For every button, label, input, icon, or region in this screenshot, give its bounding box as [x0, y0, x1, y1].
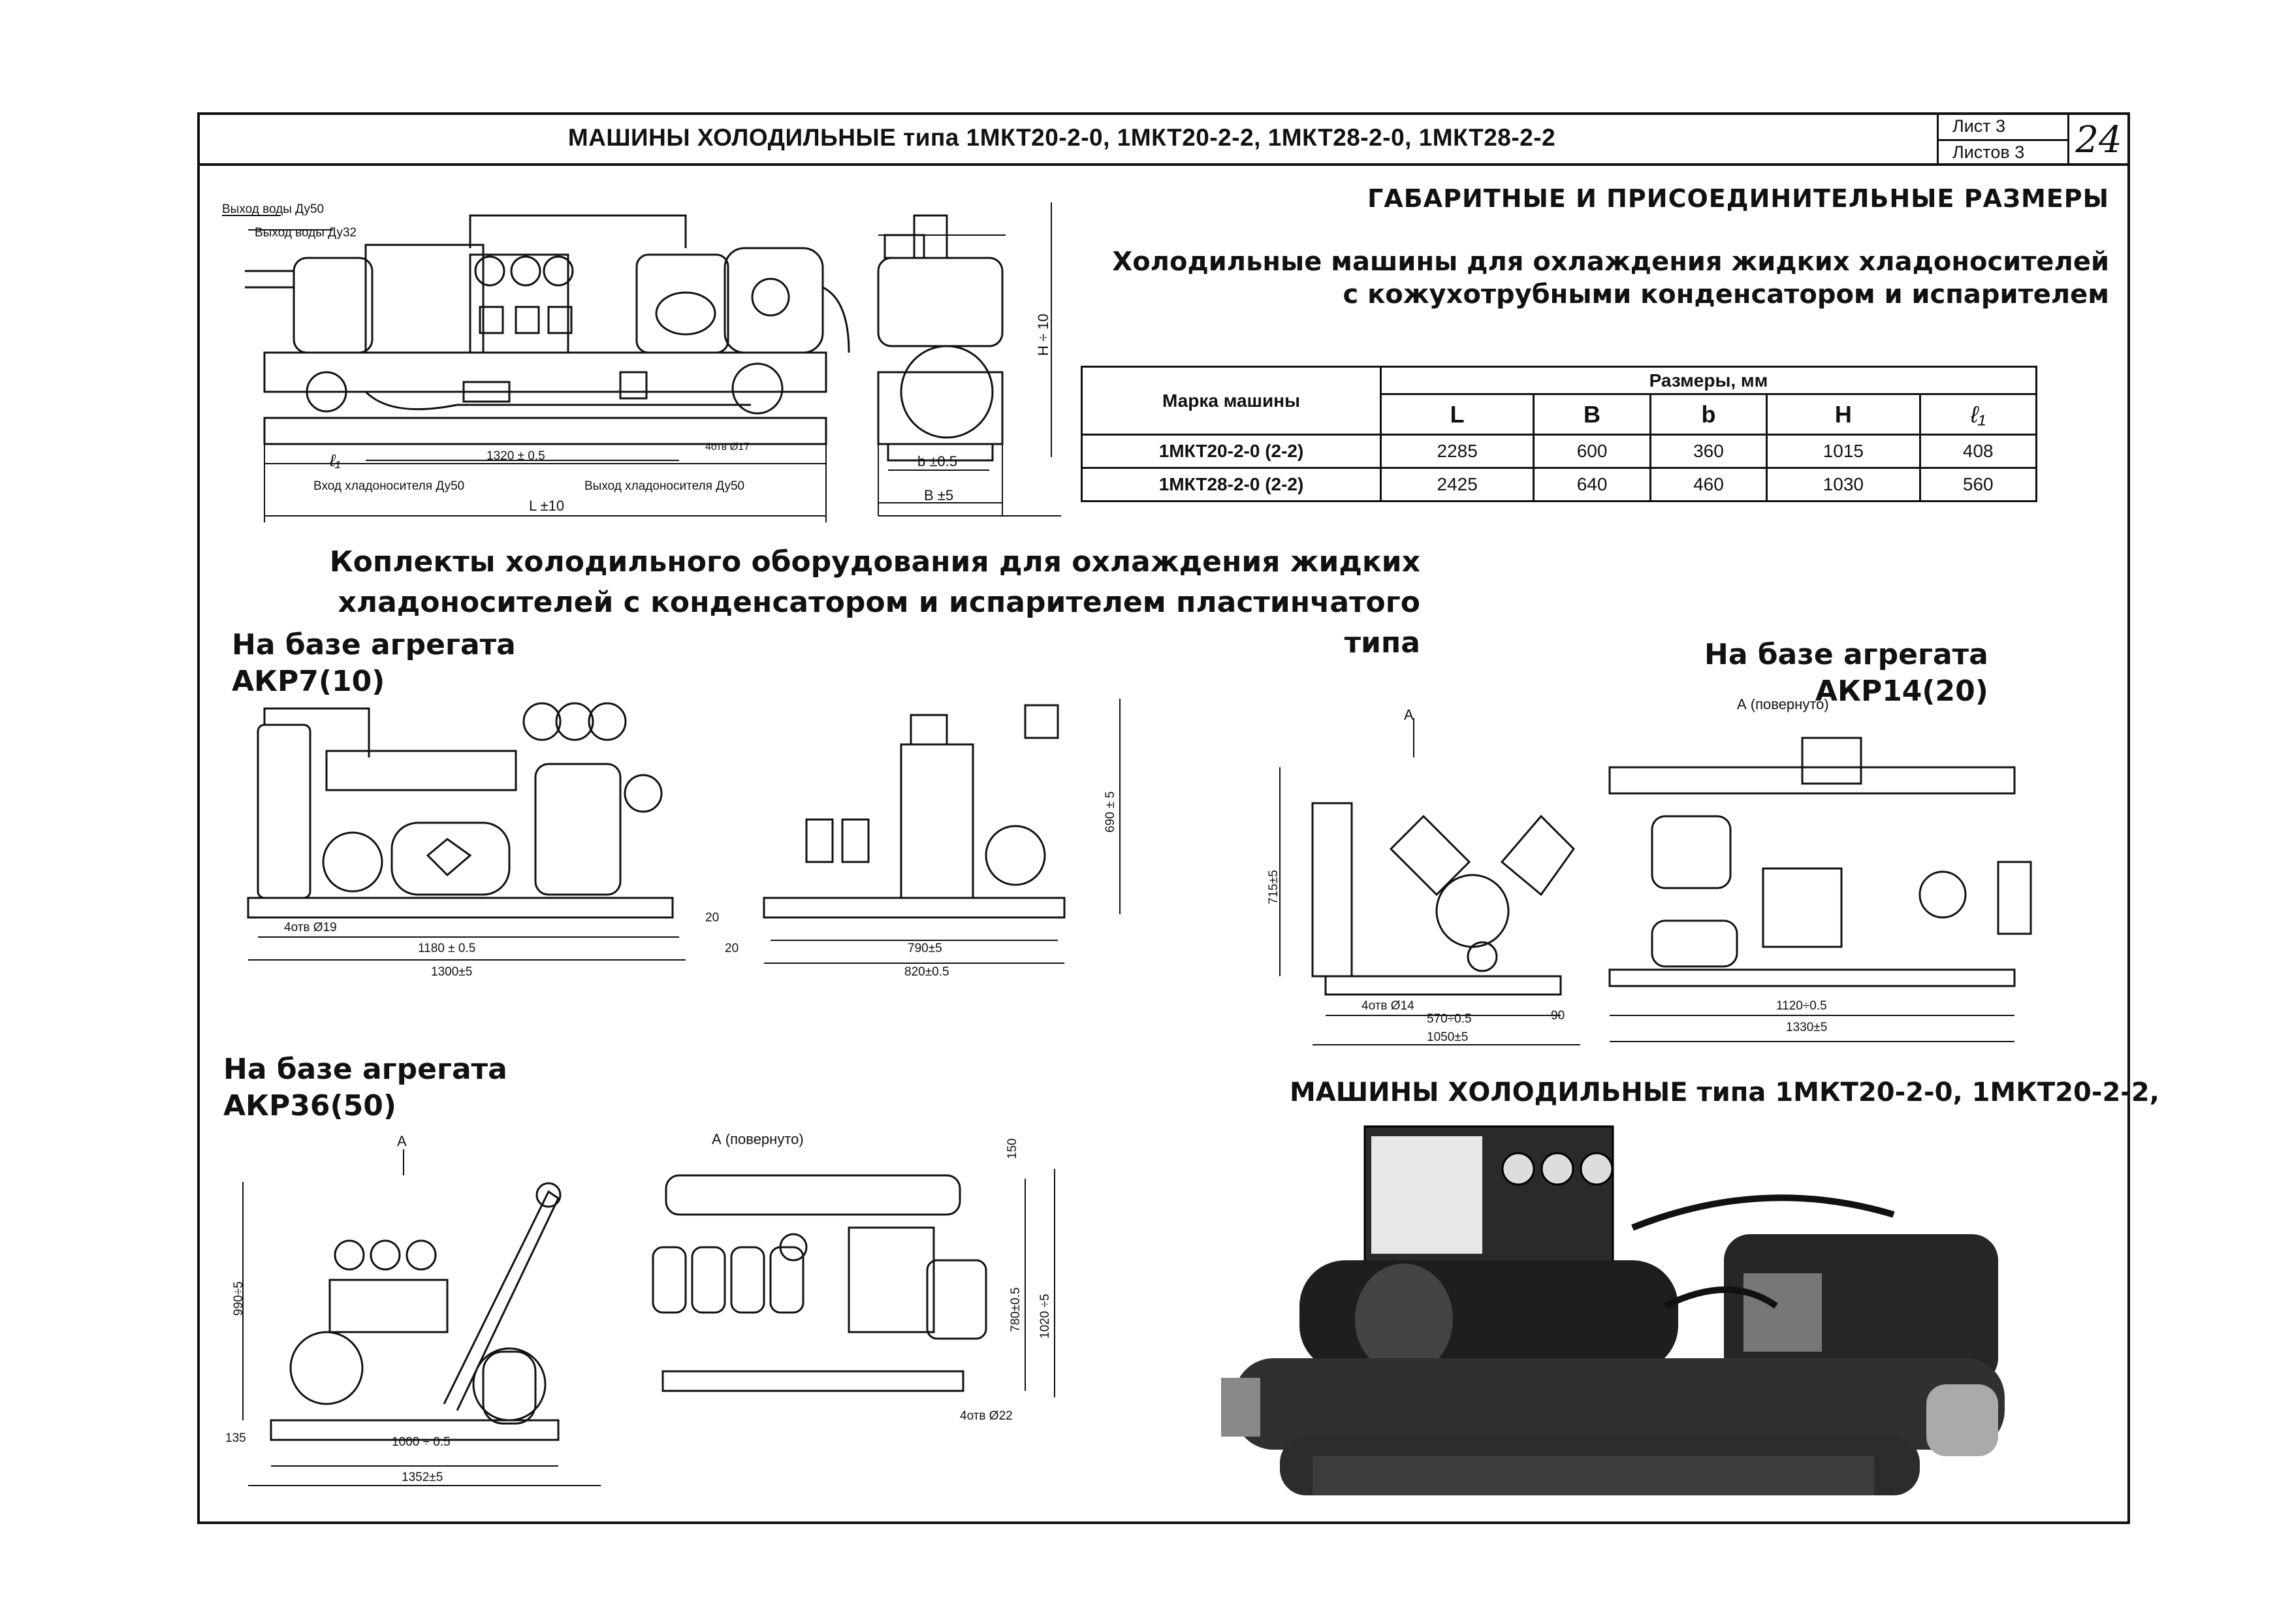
table-cell-model: 1МКТ28-2-0 (2-2) [1081, 467, 1382, 502]
dim-B: B ±5 [924, 487, 954, 503]
table-col-L: L [1379, 393, 1535, 436]
kits-title-line1: Коплекты холодильного оборудования для о… [329, 545, 1420, 579]
akp7-dim-20b: 20 [725, 942, 739, 955]
table-cell: 360 [1649, 434, 1768, 469]
holes-17-label: 4отв Ø17 [705, 441, 750, 453]
table-header-sizes: Размеры, мм [1380, 366, 2037, 395]
table-cell: 2285 [1379, 434, 1535, 469]
table-cell: 408 [1918, 434, 2038, 469]
sheets-label: Листов 3 [1952, 142, 2025, 162]
akp36-dim-1352: 1352±5 [402, 1471, 443, 1484]
coolant-in-label: Вход хладоносителя Ду50 [313, 479, 465, 493]
akp14-dim-1330: 1330±5 [1786, 1021, 1828, 1034]
akp14-title: На базе агрегата АКР14(20) [1704, 637, 1988, 710]
drawing-frame [197, 112, 2130, 1524]
table-cell: 640 [1533, 467, 1651, 502]
title-block [200, 115, 2127, 166]
dim-1320: 1320 ± 0.5 [486, 449, 545, 463]
table-col-l1: ℓ₁ [1918, 393, 2038, 436]
akp7-holes-label: 4отв Ø19 [284, 921, 337, 934]
page-number-box [2067, 115, 2127, 166]
akp36-holes-label: 4отв Ø22 [960, 1409, 1013, 1423]
page-title: МАШИНЫ ХОЛОДИЛЬНЫЕ типа 1МКТ20-2-0, 1МКТ… [567, 124, 1556, 151]
water-out-label-2: Выход воды Ду32 [255, 226, 357, 240]
dimensions-table: Марка машины Размеры, мм L B b H ℓ₁ 1МКТ… [1081, 366, 2038, 502]
water-out-label-1: Выход воды Ду50 [222, 202, 325, 216]
akp14-dim-570: 570÷0.5 [1427, 1012, 1472, 1026]
akp14-title-line1: На базе агрегата [1704, 638, 1988, 671]
akp7-dim-1180: 1180 ± 0.5 [418, 942, 476, 955]
photo-caption: МАШИНЫ ХОЛОДИЛЬНЫЕ типа 1МКТ20-2-0, 1МКТ… [1290, 1077, 2159, 1107]
akp36-view-a-label: А [397, 1133, 407, 1149]
table-col-H: H [1766, 393, 1921, 436]
kits-title-line3: типа [1344, 626, 1420, 660]
kits-title-line2: хладоносителей с конденсатором и испарит… [338, 586, 1421, 619]
akp36-dim-1000: 1000 ÷ 0.5 [392, 1435, 451, 1449]
akp36-title: На базе агрегата АКР36(50) [223, 1051, 507, 1124]
akp14-view-rotated-label: А (повернуто) [1737, 696, 1829, 712]
table-cell: 460 [1649, 467, 1768, 502]
akp14-title-line2: АКР14(20) [1815, 675, 1988, 708]
akp14-holes-label: 4отв Ø14 [1361, 999, 1414, 1013]
table-cell: 1015 [1766, 434, 1921, 469]
l1-label: ℓ₁ [330, 451, 341, 470]
table-cell: 560 [1918, 467, 2038, 502]
akp36-title-line1: На базе агрегата [223, 1053, 507, 1086]
section-heading: ГАБАРИТНЫЕ И ПРИСОЕДИНИТЕЛЬНЫЕ РАЗМЕРЫ [1367, 184, 2109, 213]
table-header-model: Марка машины [1081, 366, 1382, 436]
page-number: 24 [2075, 119, 2122, 161]
dim-L: L ±10 [529, 498, 565, 514]
section-subtitle-line2: с кожухотрубными конденсатором и испарит… [1343, 279, 2109, 310]
table-col-B: B [1533, 393, 1651, 436]
akp7-dim-820: 820±0.5 [904, 965, 949, 979]
section-subtitle-line1: Холодильные машины для охлаждения жидких… [1112, 247, 2109, 277]
table-cell: 600 [1533, 434, 1651, 469]
sheet-divider [1937, 139, 2067, 141]
table-row: 1МКТ20-2-0 (2-2) 2285 600 360 1015 408 [1081, 434, 2038, 469]
akp14-dim-1120: 1120÷0.5 [1776, 999, 1827, 1013]
table-cell-model: 1МКТ20-2-0 (2-2) [1081, 434, 1382, 469]
akp36-title-line2: АКР36(50) [223, 1089, 396, 1122]
akp7-dim-1300: 1300±5 [431, 965, 473, 979]
table-cell: 2425 [1379, 467, 1535, 502]
akp14-dim-90: 90 [1551, 1009, 1565, 1023]
akp7-title: На базе агрегата АКР7(10) [232, 627, 516, 700]
akp7-dim-20a: 20 [705, 911, 720, 925]
akp36-view-rotated-label: А (повернуто) [712, 1131, 804, 1147]
akp7-title-line2: АКР7(10) [232, 665, 385, 698]
akp7-title-line1: На базе агрегата [232, 628, 516, 661]
akp14-dim-1050: 1050±5 [1427, 1030, 1469, 1044]
akp36-dim-135: 135 [225, 1431, 246, 1445]
dim-b: b ±0.5 [917, 453, 958, 470]
sheet-label: Лист 3 [1952, 116, 2006, 136]
table-cell: 1030 [1766, 467, 1921, 502]
akp14-view-a-label: А [1404, 707, 1414, 723]
kits-title: Коплекты холодильного оборудования для о… [248, 542, 1420, 663]
table-row: 1МКТ28-2-0 (2-2) 2425 640 460 1030 560 [1081, 467, 2038, 502]
akp7-dim-790: 790±5 [908, 942, 942, 955]
coolant-out-label: Выход хладоносителя Ду50 [584, 479, 745, 493]
table-col-b: b [1649, 393, 1768, 436]
